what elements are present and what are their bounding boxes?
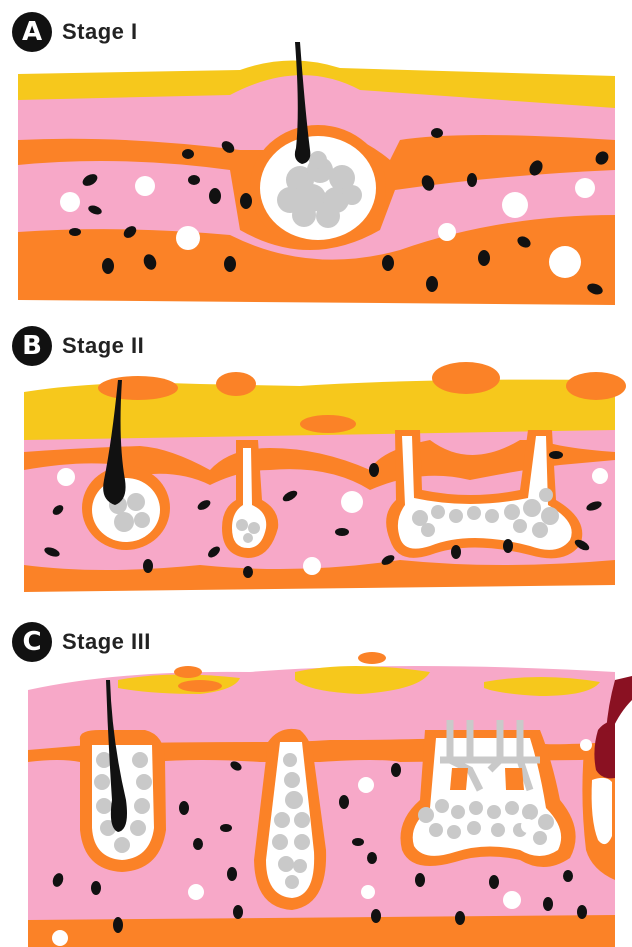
panel-a-skin <box>18 42 615 305</box>
panel-c-skin <box>28 652 632 947</box>
panel-b-skin <box>24 362 626 592</box>
panel-b-follicle-1-lumen <box>92 478 160 542</box>
